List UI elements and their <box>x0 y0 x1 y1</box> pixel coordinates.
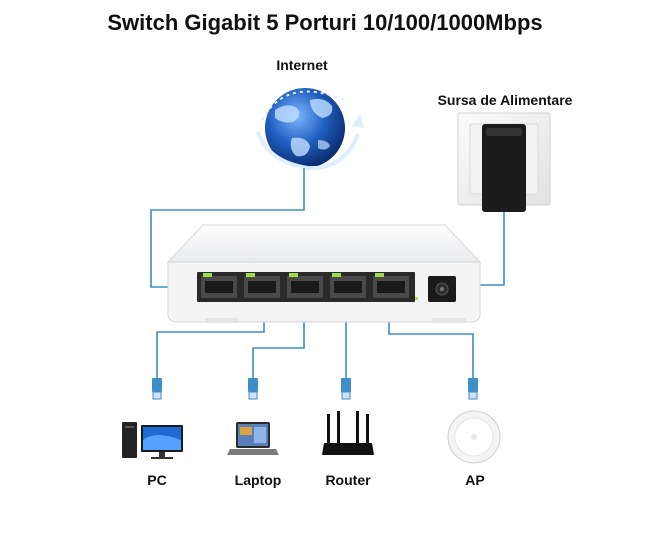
rj45-connector-ap <box>468 378 478 400</box>
desktop-pc-icon <box>122 422 183 459</box>
wifi-router-icon <box>322 411 374 455</box>
port-leds <box>203 273 418 300</box>
diagram-title: Switch Gigabit 5 Porturi 10/100/1000Mbps <box>107 10 543 35</box>
rj45-connectors <box>152 378 478 400</box>
device-label-laptop: Laptop <box>234 472 282 488</box>
device-label-pc: PC <box>147 472 167 488</box>
network-switch-icon <box>166 224 482 323</box>
power-supply-label: Sursa de Alimentare <box>437 92 573 108</box>
rj45-connector-router <box>341 378 351 400</box>
rj45-connector-laptop <box>248 378 258 400</box>
laptop-icon <box>227 422 279 455</box>
globe-icon <box>256 88 364 171</box>
power-adapter-icon <box>457 112 551 212</box>
rj45-connector-pc <box>152 378 162 400</box>
device-label-router: Router <box>325 472 371 488</box>
device-label-ap: AP <box>465 472 485 488</box>
access-point-icon <box>447 410 501 464</box>
ethernet-ports <box>201 276 409 298</box>
internet-label: Internet <box>276 57 328 73</box>
